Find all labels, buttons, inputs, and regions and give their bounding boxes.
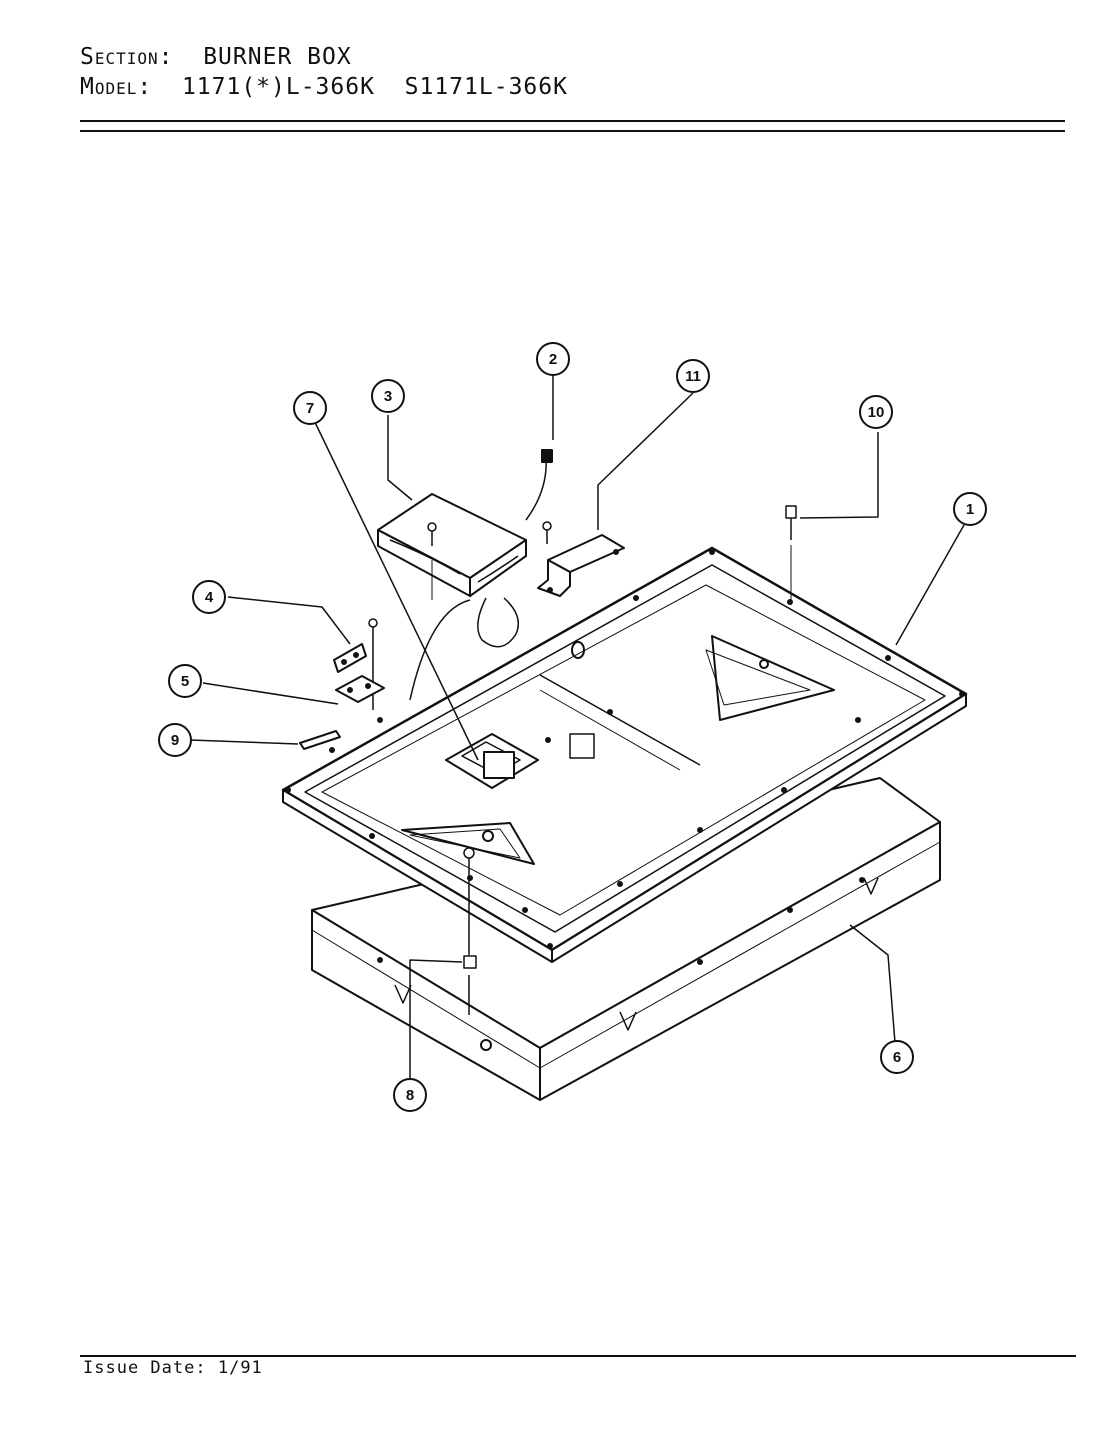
callout-11: 11 [676, 359, 710, 393]
svg-text:9: 9 [171, 732, 179, 749]
clip-bracket [335, 675, 385, 703]
switch-box [377, 457, 547, 701]
issue-date-label: Issue Date: [83, 1358, 207, 1378]
svg-text:2: 2 [549, 351, 557, 368]
callout-2: 2 [536, 342, 570, 376]
callout-10: 10 [859, 395, 893, 429]
svg-text:7: 7 [306, 400, 314, 417]
svg-text:4: 4 [205, 589, 214, 606]
callout-9: 9 [158, 723, 192, 757]
svg-text:8: 8 [406, 1087, 414, 1104]
model-value: 1171(*)L-366K S1171L-366K [181, 74, 568, 100]
svg-text:5: 5 [181, 673, 189, 690]
callout-3: 3 [371, 379, 405, 413]
wire-connector [541, 449, 553, 463]
model-label: Model: [80, 74, 153, 100]
leader-lines [189, 375, 965, 1093]
section-label: Section: [80, 44, 174, 70]
mounting-bracket [537, 534, 625, 597]
callout-bubbles: 1 2 3 4 5 6 7 8 [158, 342, 987, 1112]
header-rule-bottom [80, 130, 1065, 132]
issue-date-value: 1/91 [217, 1358, 263, 1378]
callout-6: 6 [880, 1040, 914, 1074]
svg-text:6: 6 [893, 1049, 901, 1066]
header: Section: BURNER BOX Model: 1171(*)L-366K… [80, 42, 568, 102]
footer-rule [80, 1355, 1076, 1357]
model-line: Model: 1171(*)L-366K S1171L-366K [80, 72, 568, 102]
section-value: BURNER BOX [203, 44, 352, 70]
header-rule-top [80, 120, 1065, 122]
callout-1: 1 [953, 492, 987, 526]
svg-text:10: 10 [868, 404, 885, 421]
callout-7: 7 [293, 391, 327, 425]
insulator-strip [299, 730, 341, 750]
svg-text:3: 3 [384, 388, 392, 405]
svg-text:11: 11 [685, 368, 701, 385]
switch-housing [445, 733, 539, 789]
callout-5: 5 [168, 664, 202, 698]
callout-4: 4 [192, 580, 226, 614]
section-line: Section: BURNER BOX [80, 42, 568, 72]
screws [368, 505, 797, 1015]
footer: Issue Date: 1/91 [83, 1358, 263, 1378]
svg-text:1: 1 [966, 501, 974, 518]
clip-plate [333, 643, 367, 673]
callout-8: 8 [393, 1078, 427, 1112]
main-top-panel [281, 546, 968, 963]
